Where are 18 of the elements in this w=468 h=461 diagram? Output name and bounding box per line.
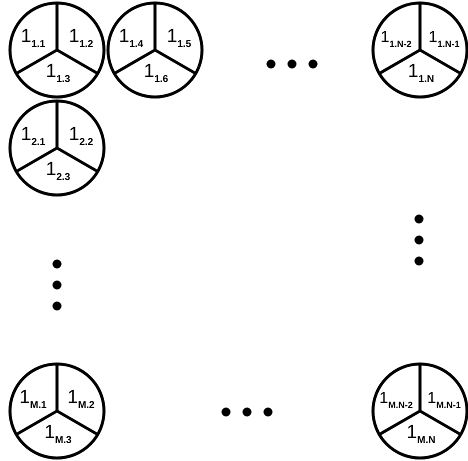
sector-label: 1$_{1.N-2}$ [380, 28, 412, 51]
sector-label: 1$_{M.2}$ [67, 388, 95, 413]
sector-label: 1$_{M.N-1}$ [427, 389, 461, 412]
sector-label: 1$_{2.3}$ [46, 160, 70, 185]
sector-label: 1$_{1.4}$ [118, 27, 144, 52]
sector-label: 1$_{1.N-1}$ [428, 28, 460, 51]
sector-label: 1$_{1.5}$ [166, 27, 192, 52]
sector-label: 1$_{2.2}$ [68, 125, 94, 150]
sector-label: 1$_{1.1}$ [20, 27, 46, 52]
sector-label: 1$_{1.N}$ [408, 62, 434, 87]
sector-label: 1$_{1.3}$ [46, 62, 70, 87]
sector-label: 1$_{1.2}$ [68, 27, 94, 52]
sector-label: 1$_{M.N}$ [406, 423, 436, 448]
sector-label: 1$_{M.1}$ [19, 388, 47, 413]
sector-label: 1$_{M.3}$ [44, 423, 72, 448]
sector-label: 1$_{2.1}$ [20, 125, 46, 150]
sector-label: 1$_{1.6}$ [144, 62, 168, 87]
sector-label: 1$_{M.N-2}$ [379, 389, 413, 412]
